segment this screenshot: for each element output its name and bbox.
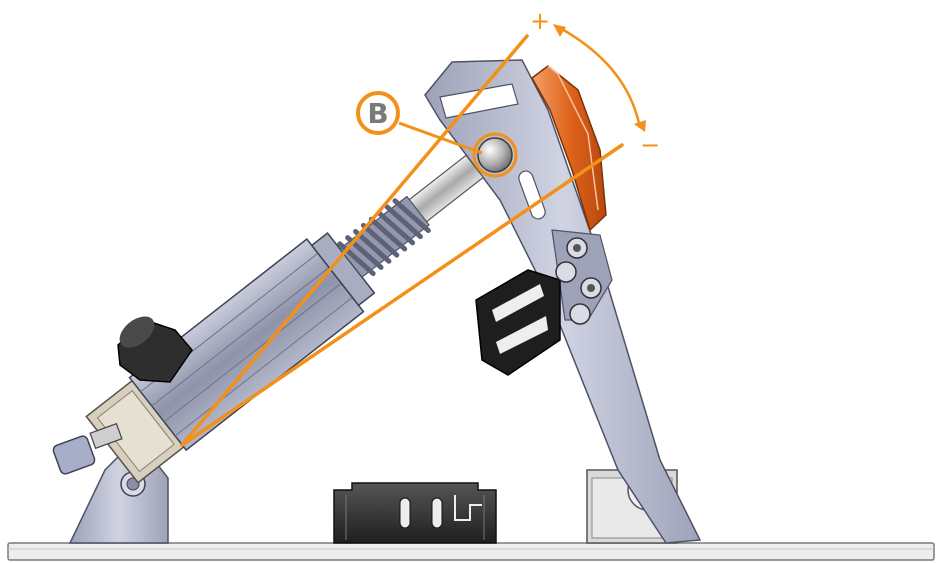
arm-bolts: [555, 237, 602, 325]
adjustment-knob: [117, 316, 193, 383]
plus-sign: +: [530, 7, 550, 35]
connector-block: [333, 482, 497, 544]
carbon-plate: [475, 269, 561, 376]
thumb-screw: [52, 422, 123, 475]
ball-joint: [477, 137, 513, 173]
actuator-cylinder: [85, 154, 485, 484]
callout-b: B: [356, 91, 518, 178]
range-arc: [553, 24, 646, 132]
base-plate: [7, 542, 935, 561]
range-lines: [180, 34, 624, 447]
pedal-pad: [531, 65, 607, 232]
minus-sign: −: [640, 131, 660, 159]
callout-bubble: [356, 91, 400, 135]
pedal-arm: [424, 59, 702, 544]
callout-label: B: [367, 97, 388, 130]
